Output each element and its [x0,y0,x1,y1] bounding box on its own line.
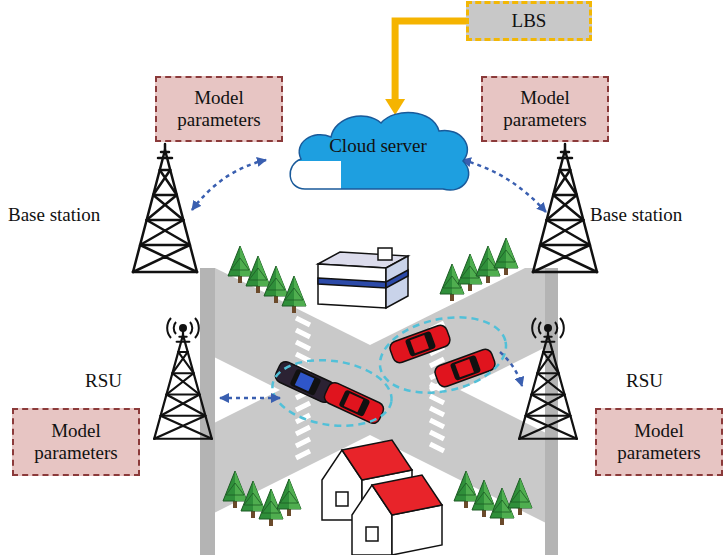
building-symbol [318,248,408,308]
tree-symbol [228,246,252,283]
wireless-link [220,397,280,400]
cloud-outline [290,113,469,191]
connector-line [395,21,466,99]
cloud-node: Cloud server [283,105,473,195]
tree-symbol [246,256,270,293]
road-surface [200,268,558,555]
node-text-group: Model parameters [20,420,132,464]
node-text-group: Model parameters [603,420,715,464]
building-symbol [318,264,386,308]
vehicles [268,306,513,433]
tree-symbol [277,479,301,516]
tree-symbol [508,478,532,515]
rsu-tower [519,330,577,439]
building-symbol [386,270,408,288]
base-station-tower [133,144,197,272]
parameter-box: Model parameters [12,408,140,476]
node-label: Model parameters [20,420,132,464]
node-label: Cloud server [329,135,427,157]
tree-symbol [223,471,247,508]
tower-label: Base station [590,204,682,226]
tower-label: RSU [85,370,122,392]
node-label: Model parameters [163,87,275,131]
road-side [200,268,215,555]
node-label: Model parameters [489,87,601,131]
tree-symbol [454,471,478,508]
node-label: LBS [512,10,547,32]
rsu-tower [154,330,212,439]
wireless-link [192,160,266,210]
parameter-box: Model parameters [595,408,723,476]
houses [322,440,442,555]
node-label: Model parameters [603,420,715,464]
signal-symbol [167,318,199,338]
parameter-box: Model parameters [155,76,283,142]
trees [223,238,532,526]
car-symbol [433,347,497,388]
vehicle-cluster [373,306,513,403]
base-station-tower [533,144,597,272]
tree-symbol [264,266,288,303]
house-symbol [352,475,442,555]
building-symbol [386,256,408,308]
service-box: LBS [466,1,592,41]
node-text-group: Cloud server [329,135,427,157]
building-symbol [318,278,386,288]
crosswalk [430,384,444,451]
wireless-link [462,160,546,212]
vehicle-cluster [268,353,396,433]
node-text-group: Model parameters [163,87,275,131]
data-link-arrow [385,21,466,115]
wireless-links [192,160,546,398]
node-text-group: LBS [512,10,547,32]
crosswalk [296,391,310,458]
node-text-group: Model parameters [489,87,601,131]
tower-label: Base station [8,204,100,226]
sidewalk-block [215,435,545,555]
car-symbol [388,323,452,364]
parameter-box: Model parameters [481,76,609,142]
sidewalk-block [215,358,280,423]
road-side [545,268,558,555]
tree-symbol [282,276,306,313]
road-ground [200,268,558,555]
signal-symbol [532,318,564,338]
tower-label: RSU [626,370,663,392]
tree-symbol [494,238,518,275]
wireless-link [500,352,522,386]
building-symbol [378,248,392,260]
